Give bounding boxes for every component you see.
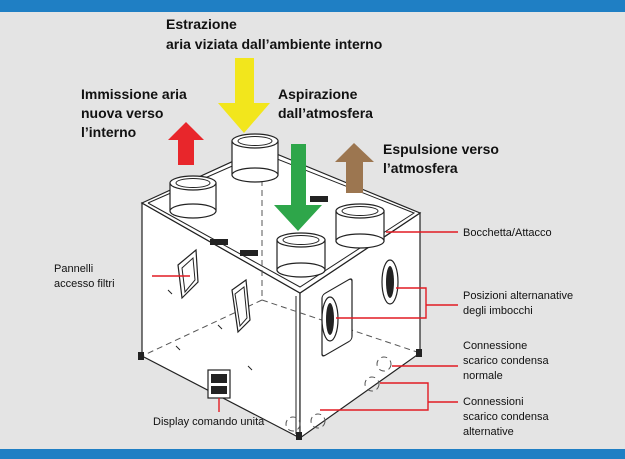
label-aspiration: Aspirazione dall’atmosfera <box>278 86 373 121</box>
label-extraction: Estrazione aria viziata dall’ambiente in… <box>166 16 382 52</box>
label-condensate-normal: Connessione scarico condensa normale <box>463 340 552 382</box>
label-display: Display comando unità <box>153 416 265 428</box>
leader-positions <box>336 287 427 319</box>
collar-right <box>335 203 385 249</box>
arrow-extraction <box>218 58 270 133</box>
header-bar <box>0 0 625 12</box>
leader-lines <box>152 231 458 412</box>
condensate-drain-alt-1 <box>364 376 380 392</box>
label-expulsion: Espulsione verso l’atmosfera <box>383 141 503 176</box>
footer-bar <box>0 449 625 459</box>
arrow-expulsion <box>335 143 374 193</box>
top-rim <box>147 152 416 288</box>
condensate-drain-alt-3 <box>310 413 326 429</box>
label-immission: Immissione aria nuova verso l’interno <box>81 86 191 140</box>
collar-left <box>169 175 217 219</box>
display-screen <box>211 374 227 383</box>
collar-back <box>231 133 279 183</box>
collar-front <box>276 232 326 278</box>
label-filter-panels: Pannelli accesso filtri <box>54 263 115 290</box>
leader-condensate-alt <box>320 382 429 411</box>
label-alt-positions: Posizioni alternanative degli imbocchi <box>463 290 576 317</box>
label-connector: Bocchetta/Attacco <box>463 227 552 239</box>
arrow-immission <box>168 122 204 165</box>
label-condensate-alt: Connessioni scarico condensa alternative <box>463 396 552 438</box>
arrow-aspiration <box>274 144 322 231</box>
condensate-drain-normal <box>376 356 392 372</box>
condensate-drain-alt-2 <box>285 416 301 432</box>
